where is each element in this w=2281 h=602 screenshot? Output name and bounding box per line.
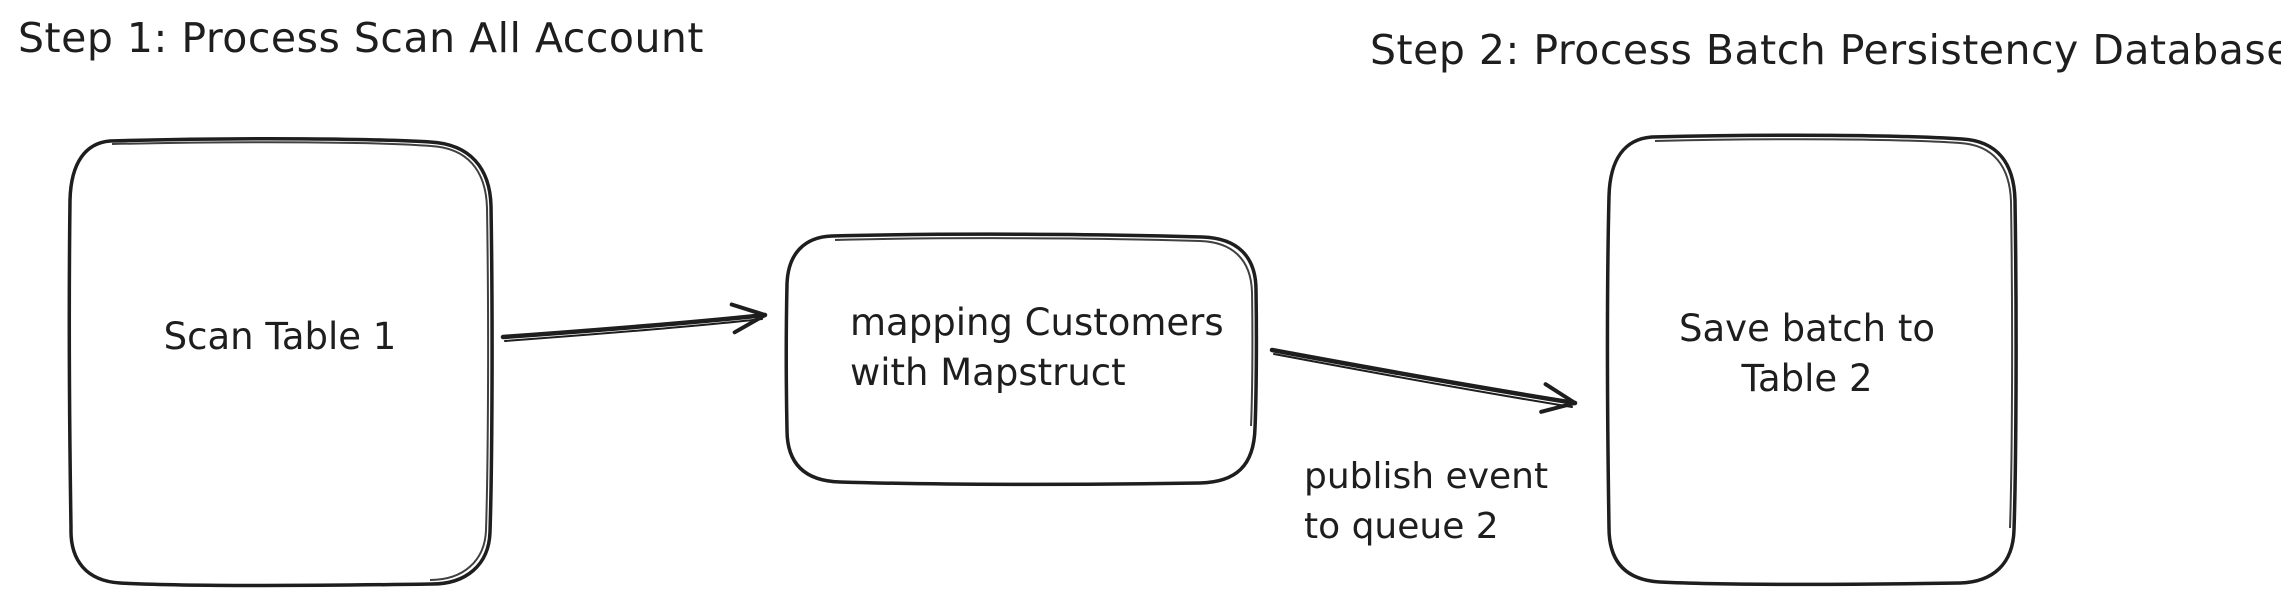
arrow-scan-to-mapping [500,302,768,342]
node-save-label: Save batch to Table 2 [1679,307,1935,400]
node-scan-table[interactable] [67,137,494,588]
step2-title: Step 2: Process Batch Persistency Databa… [1370,26,2281,74]
node-save-batch[interactable] [1605,133,2018,587]
step1-title: Step 1: Process Scan All Account [18,14,704,62]
node-mapping-customers[interactable] [784,232,1259,487]
arrow-mapping-to-save [1269,347,1578,414]
node-mapping-label: mapping Customers with Mapstruct [850,301,1224,394]
node-scan-label: Scan Table 1 [163,315,397,358]
edge-publish-label: publish event to queue 2 [1304,456,1549,547]
